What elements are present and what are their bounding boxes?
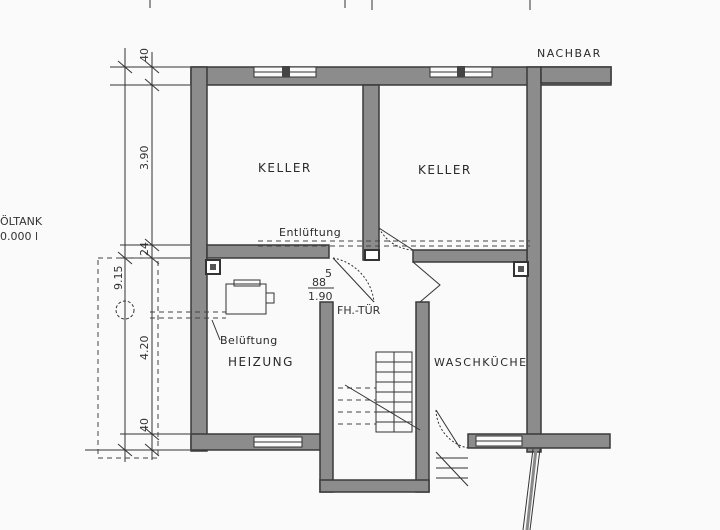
dim-heizung-depth: 4.20 (138, 336, 151, 361)
room-label-keller-right: KELLER (418, 163, 472, 177)
room-label-heizung: HEIZUNG (228, 355, 294, 369)
inner-walls (206, 84, 528, 493)
dim-bottom-wall: 40 (138, 418, 151, 432)
dimension-chain (85, 0, 531, 462)
fire-door-label: FH.-TÜR (337, 304, 381, 317)
dim-top-wall: 40 (138, 48, 151, 62)
dim-inner-wall: 24 (138, 242, 151, 256)
windows (253, 66, 523, 448)
door-width-superscript: 5 (325, 267, 332, 280)
shafts (205, 249, 529, 277)
outer-walls (190, 66, 612, 453)
dim-keller-depth: 3.90 (138, 146, 151, 171)
oil-tank-label: ÖLTANK (0, 215, 43, 228)
dim-total: 9.15 (112, 266, 125, 291)
door-height: 1.90 (308, 290, 333, 303)
oil-tank-capacity: 0.000 l (0, 230, 38, 243)
door-width: 88 (312, 276, 326, 289)
room-label-keller-left: KELLER (258, 161, 312, 175)
entlueftung-label: Entlüftung (279, 226, 341, 239)
oil-tank (97, 257, 159, 459)
neighbor-boundary (522, 66, 612, 530)
doors (332, 227, 469, 449)
neighbor-label: NACHBAR (537, 47, 602, 60)
stairs (338, 351, 469, 487)
boiler (150, 279, 275, 341)
belueftung-label: Belüftung (220, 334, 278, 347)
room-label-waschkueche: WASCHKÜCHE (434, 356, 528, 369)
